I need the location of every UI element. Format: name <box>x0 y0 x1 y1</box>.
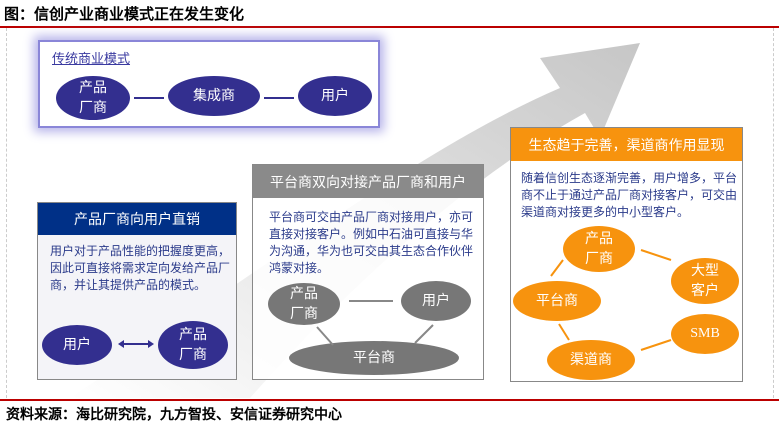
figure-frame <box>6 28 774 398</box>
node-channel: 渠道商 <box>547 340 635 380</box>
platform-text: 平台商可交由产品厂商对接用户，亦可直接对接客户。例如中石油可直接与华为沟通，华为… <box>269 210 474 275</box>
direct-text: 用户对于产品性能的把握度更高，因此可直接将需求定向发给产品厂商，并让其提供产品的… <box>50 244 231 292</box>
node-integrator: 集成商 <box>168 76 260 116</box>
platform-header: 平台商双向对接产品厂商和用户 <box>253 165 483 198</box>
traditional-model-box: 传统商业模式 产品 厂商 集成商 用户 <box>38 40 380 128</box>
title-rule <box>0 26 779 28</box>
source-note: 资料来源：海比研究院，九方智投、安信证券研究中心 <box>6 407 342 423</box>
node-platform: 平台商 <box>513 281 601 321</box>
arrows-icon <box>550 249 672 351</box>
direct-header: 产品厂商向用户直销 <box>38 203 236 235</box>
double-arrow-icon <box>134 97 294 99</box>
traditional-label: 传统商业模式 <box>52 52 131 67</box>
ecosystem-text: 随着信创生态逐渐完善，用户增多，平台商不止于通过产品厂商对接客户，可交由渠道商对… <box>521 171 738 219</box>
node-product-vendor: 产品 厂商 <box>56 76 130 120</box>
node-user: 用户 <box>401 281 471 321</box>
node-product-vendor: 产品 厂商 <box>563 226 635 272</box>
node-user: 用户 <box>298 76 372 116</box>
ecosystem-header: 生态趋于完善，渠道商作用显现 <box>511 128 742 161</box>
node-large-client: 大型 客户 <box>671 258 739 304</box>
node-smb: SMB <box>671 314 739 354</box>
node-product-vendor: 产品 厂商 <box>158 321 228 369</box>
ecosystem-box: 生态趋于完善，渠道商作用显现 随着信创生态逐渐完善，用户增多，平台商不止于通过产… <box>510 127 743 382</box>
node-user: 用户 <box>42 325 112 365</box>
arrows-icon <box>316 300 434 346</box>
direct-sales-box: 产品厂商向用户直销 用户对于产品性能的把握度更高，因此可直接将需求定向发给产品厂… <box>37 202 237 380</box>
platform-box: 平台商双向对接产品厂商和用户 平台商可交由产品厂商对接用户，亦可直接对接客户。例… <box>252 164 484 380</box>
node-platform: 平台商 <box>289 341 459 375</box>
double-arrow-icon <box>118 340 154 348</box>
node-product-vendor: 产品 厂商 <box>268 283 340 325</box>
footer-rule <box>0 399 779 401</box>
figure-title: 图：信创产业商业模式正在发生变化 <box>4 5 245 23</box>
